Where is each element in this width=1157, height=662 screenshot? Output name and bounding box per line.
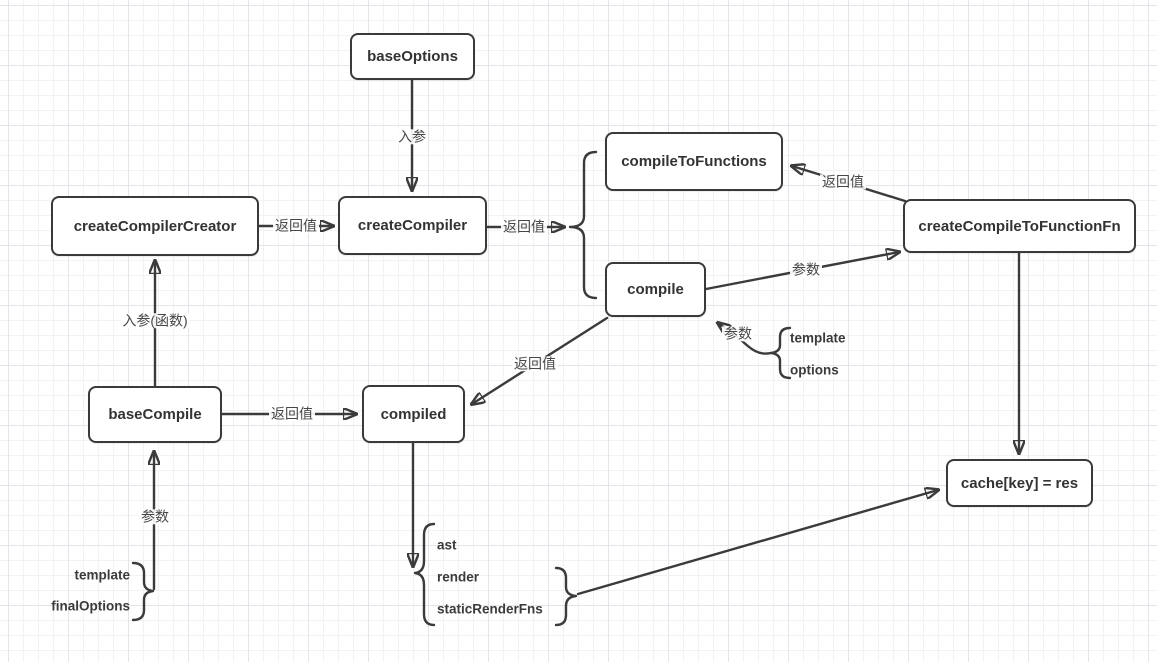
node-base-options[interactable]: baseOptions [350, 33, 475, 80]
node-label: cache[key] = res [960, 474, 1079, 492]
node-label: compiled [380, 405, 447, 423]
edge-label-param-1: 参数 [790, 261, 822, 278]
node-label: baseOptions [367, 48, 458, 65]
node-label: baseCompile [108, 406, 202, 423]
edge-outputs-to-cache [576, 490, 938, 596]
node-label: compile [627, 281, 684, 298]
node-label: createCompileToFunctionFn [918, 217, 1121, 235]
node-label: compileToFunctions [621, 153, 767, 170]
node-base-compile[interactable]: baseCompile [88, 386, 222, 443]
node-label: createCompilerCreator [73, 217, 237, 235]
edge-label-return-value-2: 返回值 [501, 218, 547, 235]
node-compile-to-functions[interactable]: compileToFunctions [605, 132, 783, 191]
list-item-basecompile-arg-finaloptions: finalOptions [51, 598, 130, 614]
node-label: createCompiler [357, 217, 468, 234]
node-create-compile-to-function-fn[interactable]: createCompileToFunctionFn [903, 199, 1136, 253]
node-cache-assignment[interactable]: cache[key] = res [946, 459, 1093, 507]
brace-outputs-close-icon [554, 566, 578, 627]
list-item-output-render: render [437, 569, 480, 585]
node-compiled[interactable]: compiled [362, 385, 465, 443]
edge-label-return-value-3: 返回值 [820, 173, 866, 190]
list-item-output-staticrenderfns: staticRenderFns [437, 601, 543, 617]
list-item-output-ast: ast [437, 537, 457, 553]
brace-compile-args-icon [769, 326, 792, 380]
edge-label-param-2: 参数 [722, 325, 754, 342]
edge-label-input-param: 入参 [396, 128, 428, 145]
edge-label-return-value-1: 返回值 [273, 217, 319, 234]
edge-label-input-param-fn: 入参(函数) [120, 312, 190, 329]
brace-compiler-group-icon [568, 150, 598, 300]
node-create-compiler-creator[interactable]: createCompilerCreator [51, 196, 259, 256]
brace-basecompile-args-icon [131, 561, 155, 622]
node-compile[interactable]: compile [605, 262, 706, 317]
list-item-basecompile-arg-template: template [74, 567, 130, 583]
list-item-compile-arg-template: template [790, 330, 846, 346]
edge-label-return-value-4: 返回值 [512, 355, 558, 372]
list-item-compile-arg-options: options [790, 362, 839, 378]
edge-label-return-value-5: 返回值 [269, 405, 315, 422]
node-create-compiler[interactable]: createCompiler [338, 196, 487, 255]
edge-label-param-3: 参数 [139, 508, 171, 525]
brace-outputs-open-icon [413, 522, 436, 627]
